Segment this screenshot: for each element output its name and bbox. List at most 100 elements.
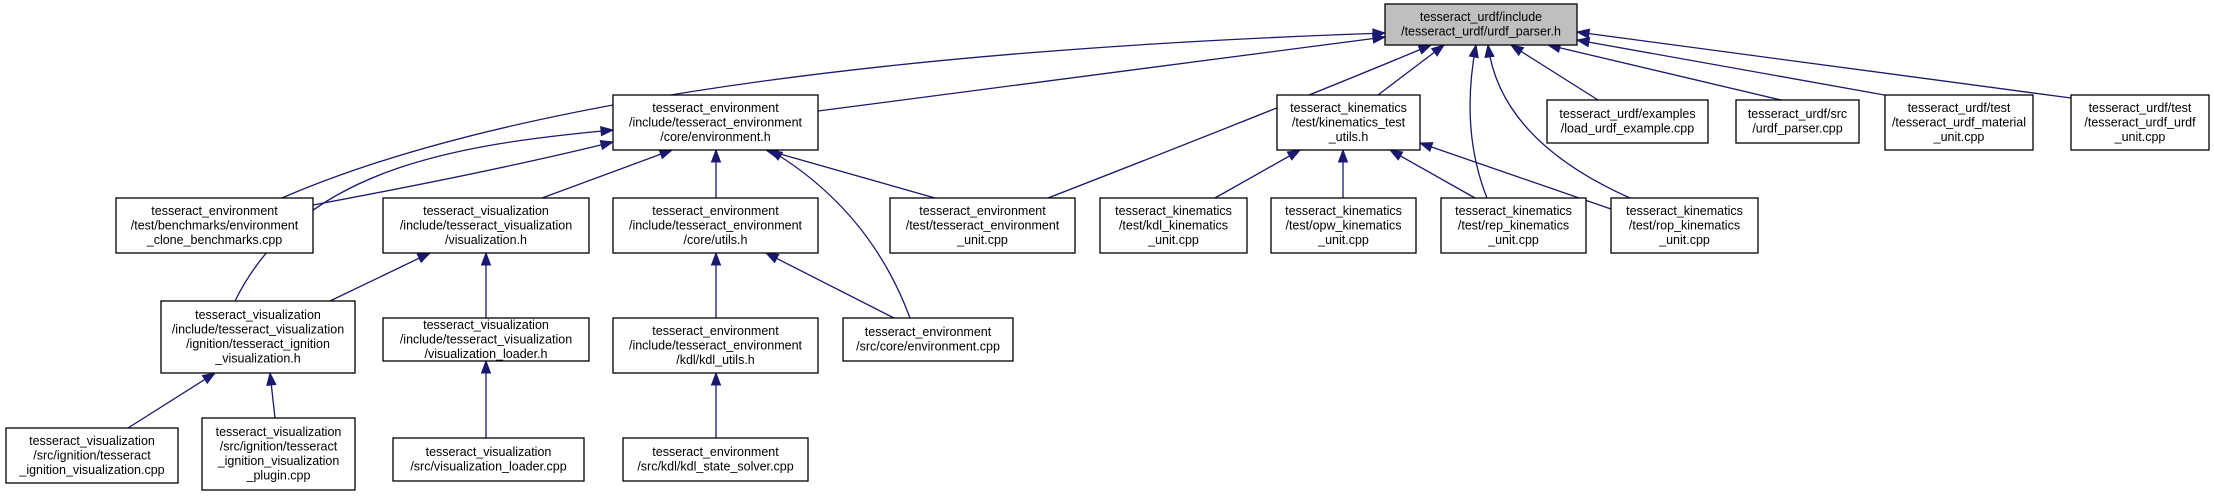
node-label-line: /src/visualization_loader.cpp <box>410 460 566 474</box>
node-vis-h[interactable]: tesseract_visualization/include/tesserac… <box>382 197 590 254</box>
nodes-layer: tesseract_urdf/include/tesseract_urdf/ur… <box>5 3 2210 491</box>
node-label-line: _unit.cpp <box>1317 233 1369 247</box>
node-box <box>392 437 585 482</box>
arrowhead-icon <box>1468 43 1479 59</box>
node-box <box>160 300 356 374</box>
node-label-line: /test/rep_kinematics <box>1458 218 1569 232</box>
arrowhead-icon <box>1430 44 1446 57</box>
arrowhead-icon <box>764 252 780 264</box>
arrowhead-icon <box>768 149 784 161</box>
node-label-line: tesseract_environment <box>652 324 779 338</box>
arrowhead-icon <box>1388 149 1404 161</box>
node-label-line: /include/tesseract_visualization <box>400 218 572 232</box>
node-material-unit[interactable]: tesseract_urdf/test/tesseract_urdf_mater… <box>1884 94 2034 151</box>
edge-kdl_state_solver-to-kdl_utils_h <box>710 371 722 438</box>
node-box <box>1270 197 1417 254</box>
node-vis-loader-h[interactable]: tesseract_visualization/include/tesserac… <box>382 317 590 362</box>
arrowhead-icon <box>600 125 615 137</box>
edge-rep_kin_unit-to-kin_utils <box>1388 149 1476 199</box>
node-root[interactable]: tesseract_urdf/include/tesseract_urdf/ur… <box>1384 3 1578 46</box>
edge-line <box>1576 31 2072 99</box>
node-load-example[interactable]: tesseract_urdf/examples/load_urdf_exampl… <box>1546 99 1709 144</box>
node-label-line: /include/tesseract_visualization <box>172 323 344 337</box>
node-label-line: tesseract_visualization <box>423 204 549 218</box>
edge-line <box>541 149 673 199</box>
edge-line <box>281 32 1386 199</box>
edge-kdl_kin_unit-to-kin_utils <box>1214 149 1302 199</box>
node-label-line: _visualization.h <box>214 352 301 366</box>
arrowhead-icon <box>1575 37 1591 48</box>
arrowhead-icon <box>416 252 432 264</box>
edge-kin_utils-to-root <box>1377 44 1446 96</box>
node-label-line: tesseract_visualization <box>195 308 321 322</box>
node-opw-kin-unit[interactable]: tesseract_kinematics/test/opw_kinematics… <box>1270 197 1417 254</box>
edge-urdf_unit-to-root <box>1575 28 2072 99</box>
node-label-line: /core/environment.h <box>660 130 771 144</box>
arrowhead-icon <box>1337 148 1349 163</box>
node-label-line: tesseract_urdf/src <box>1748 107 1847 121</box>
arrowhead-icon <box>1509 44 1525 57</box>
node-kdl-utils-h[interactable]: tesseract_environment/include/tesseract_… <box>612 317 819 374</box>
node-label-line: /kdl/kdl_utils.h <box>676 353 755 367</box>
node-label-line: tesseract_kinematics <box>1115 204 1232 218</box>
node-env-unit[interactable]: tesseract_environment/test/tesseract_env… <box>889 197 1076 254</box>
node-label-line: /test/kdl_kinematics <box>1119 218 1228 232</box>
arrowhead-icon <box>710 148 722 163</box>
node-label-line: /visualization.h <box>445 233 527 247</box>
node-label-line: _unit.cpp <box>2114 130 2166 144</box>
node-ign-vis-cpp[interactable]: tesseract_visualization/src/ignition/tes… <box>5 427 179 484</box>
node-label-line: tesseract_environment <box>919 204 1046 218</box>
node-label-line: tesseract_visualization <box>423 318 549 332</box>
node-env-h[interactable]: tesseract_environment/include/tesseract_… <box>612 94 819 151</box>
node-rop-kin-unit[interactable]: tesseract_kinematics/test/rop_kinematics… <box>1610 197 1759 254</box>
node-label-line: /include/tesseract_visualization <box>400 332 572 346</box>
node-clone-bench[interactable]: tesseract_environment/test/benchmarks/en… <box>115 197 314 254</box>
edge-line <box>769 149 911 319</box>
node-label-line: tesseract_environment <box>652 204 779 218</box>
arrowhead-icon <box>1372 28 1387 39</box>
arrowhead-icon <box>480 359 492 374</box>
node-box <box>2070 94 2210 151</box>
node-label-line: tesseract_urdf/examples <box>1559 107 1695 121</box>
node-box <box>1884 94 2034 151</box>
edge-line <box>1576 39 1891 97</box>
node-kdl-state-solver[interactable]: tesseract_environment/src/kdl/kdl_state_… <box>622 437 809 482</box>
node-label-line: /ignition/tesseract_ignition <box>186 337 330 351</box>
node-label-line: /core/utils.h <box>684 233 748 247</box>
edge-rop_kin_unit-to-root <box>1484 43 1631 199</box>
node-ign-plugin-cpp[interactable]: tesseract_visualization/src/ignition/tes… <box>201 417 356 491</box>
arrowhead-icon <box>599 139 615 151</box>
node-vis-loader-cpp[interactable]: tesseract_visualization/src/visualizatio… <box>392 437 585 482</box>
node-urdf-unit[interactable]: tesseract_urdf/test/tesseract_urdf_urdf_… <box>2070 94 2210 151</box>
node-box <box>612 94 819 151</box>
node-kin-utils[interactable]: tesseract_kinematics/test/kinematics_tes… <box>1276 94 1421 151</box>
node-env-cpp[interactable]: tesseract_environment/src/core/environme… <box>842 317 1014 362</box>
arrowhead-icon <box>1484 43 1495 59</box>
edge-line <box>1389 149 1476 199</box>
node-label-line: /src/core/environment.cpp <box>856 340 1000 354</box>
node-box <box>1610 197 1759 254</box>
edge-urdf_parser_cpp-to-root <box>1546 42 1782 101</box>
node-rep-kin-unit[interactable]: tesseract_kinematics/test/rep_kinematics… <box>1440 197 1587 254</box>
node-label-line: _unit.cpp <box>956 233 1008 247</box>
node-label-line: tesseract_visualization <box>426 445 552 459</box>
node-label-line: /src/ignition/tesseract <box>33 448 151 462</box>
edge-ign_vis_h-to-vis_h <box>329 252 432 302</box>
node-label-line: /test/rop_kinematics <box>1629 218 1740 232</box>
edge-vis_h-to-env_h <box>541 149 674 199</box>
edge-line <box>1214 149 1301 199</box>
node-utils-h[interactable]: tesseract_environment/include/tesseract_… <box>612 197 819 254</box>
node-label-line: tesseract_environment <box>151 204 278 218</box>
node-kdl-kin-unit[interactable]: tesseract_kinematics/test/kdl_kinematics… <box>1099 197 1248 254</box>
node-label-line: tesseract_urdf/test <box>1908 101 2011 115</box>
node-label-line: /src/ignition/tesseract <box>220 440 338 454</box>
node-box <box>5 427 179 484</box>
node-label-line: /load_urdf_example.cpp <box>1561 122 1694 136</box>
edge-line <box>1047 44 1432 199</box>
edge-line <box>1510 44 1599 101</box>
arrowhead-icon <box>1575 28 1591 39</box>
node-ign-vis-h[interactable]: tesseract_visualization/include/tesserac… <box>160 300 356 374</box>
node-urdf-parser-cpp[interactable]: tesseract_urdf/src/urdf_parser.cpp <box>1735 99 1860 144</box>
edge-line <box>329 252 431 302</box>
